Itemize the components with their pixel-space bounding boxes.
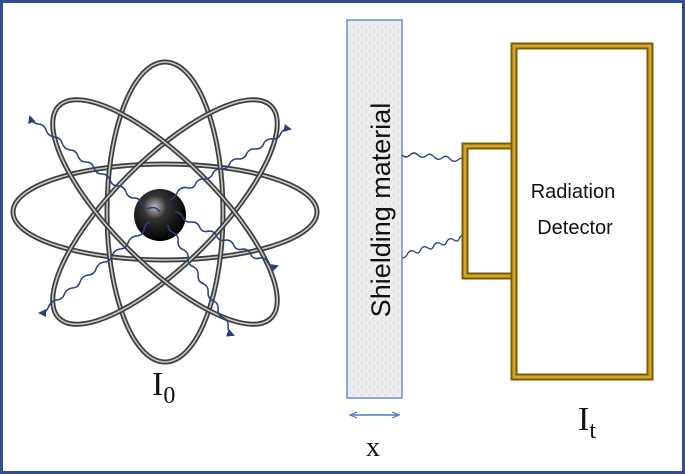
source-intensity-label: I0 [152, 366, 175, 409]
wave-up-left [28, 115, 161, 213]
wave-right-up [169, 124, 292, 201]
source-intensity-symbol: I [152, 366, 163, 403]
atom-icon [10, 59, 320, 365]
wave-transmitted-lower [401, 231, 475, 259]
orbit-horizontal [10, 161, 320, 263]
source-radiation-waves [28, 115, 292, 337]
transmitted-intensity-symbol: I [578, 401, 589, 438]
nucleus-icon [134, 189, 186, 241]
detector-label-line1: Radiation [531, 181, 616, 203]
transmitted-intensity-label: It [578, 401, 596, 444]
shielding-slab [346, 19, 403, 399]
wave-down-left [38, 221, 151, 317]
orbit-diagonal-left [50, 97, 280, 327]
source-intensity-subscript: 0 [163, 383, 175, 409]
wave-right-down [174, 211, 279, 272]
detector-label-line2: Detector [537, 217, 613, 239]
transmitted-intensity-subscript: t [589, 418, 596, 444]
detector-window [461, 142, 519, 280]
shield-label: Shielding material [366, 103, 396, 318]
detector-body [510, 42, 654, 381]
wave-down-right [167, 224, 235, 337]
thickness-label: x [366, 432, 380, 463]
orbit-vertical [104, 59, 226, 365]
orbit-diagonal-right [50, 97, 280, 327]
radiation-detector: Radiation Detector [461, 42, 654, 381]
